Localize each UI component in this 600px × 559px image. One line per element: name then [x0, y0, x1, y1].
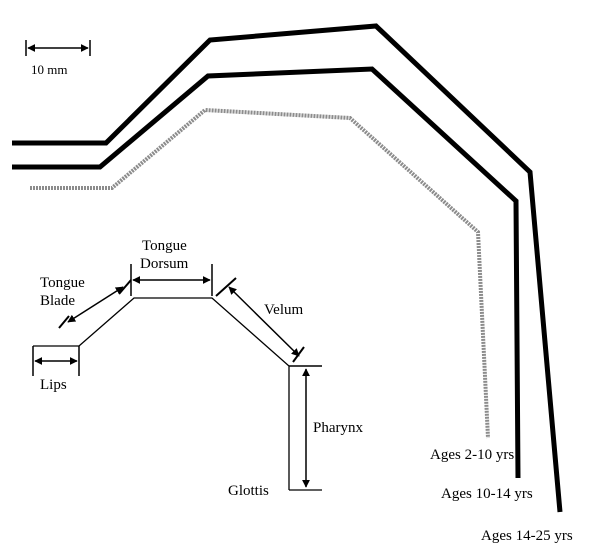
tongue-blade-label-line1: Tongue: [40, 275, 85, 291]
age-label-14-25: Ages 14-25 yrs: [481, 528, 573, 544]
tongue-blade-arrow: [67, 286, 124, 323]
pharynx-label: Pharynx: [313, 420, 363, 436]
tract-outline-ages-14-25: [12, 23, 563, 513]
scale-bar-label: 10 mm: [31, 62, 67, 77]
age-labels: Ages 2-10 yrs Ages 10-14 yrs Ages 14-25 …: [430, 447, 573, 544]
tract-outline-ages-10-14: [12, 66, 521, 479]
tongue-dorsum-label-line2: Dorsum: [140, 256, 189, 272]
scale-bar: 10 mm: [25, 40, 91, 77]
tract-outlines: [12, 23, 563, 513]
lips-label: Lips: [40, 377, 67, 393]
tongue-blade-upper-tick: [118, 279, 132, 295]
velum-label: Velum: [264, 302, 303, 318]
age-label-10-14: Ages 10-14 yrs: [441, 486, 533, 502]
tongue-blade-label-line2: Blade: [40, 293, 75, 309]
velum-arrow: [228, 286, 300, 357]
glottis-label: Glottis: [228, 483, 269, 499]
tract-outline-ages-2-10: [30, 107, 490, 439]
age-label-2-10: Ages 2-10 yrs: [430, 447, 514, 463]
schematic-tract-line: [33, 297, 290, 490]
tongue-blade-lower-tick: [58, 315, 70, 329]
velum-upper-tick: [215, 277, 237, 297]
section-schematic: Lips Tongue Blade Tongue Dorsum Velum Ph…: [32, 238, 363, 499]
tongue-dorsum-label-line1: Tongue: [142, 238, 187, 254]
